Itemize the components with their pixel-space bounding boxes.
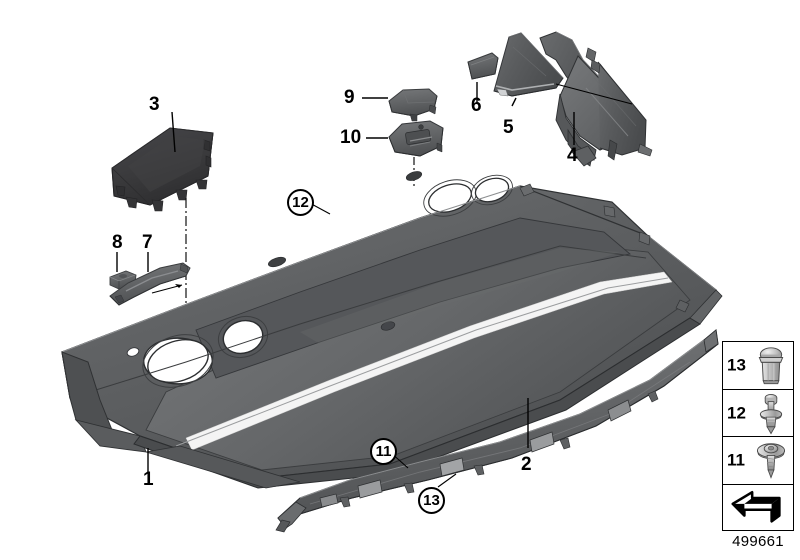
callout-9: 9 bbox=[344, 87, 355, 108]
callout-2: 2 bbox=[521, 454, 532, 475]
fastener-legend-box: 13 12 bbox=[722, 341, 794, 531]
legend-row-12: 12 bbox=[723, 390, 793, 437]
leader-line-3 bbox=[171, 111, 176, 153]
legend-number-12: 12 bbox=[727, 403, 746, 423]
square-clip-nut-icon bbox=[758, 347, 784, 385]
callout-10: 10 bbox=[340, 127, 362, 148]
callout-7: 7 bbox=[142, 232, 153, 253]
leader-line-7b bbox=[151, 284, 183, 294]
callout-6: 6 bbox=[471, 95, 482, 116]
part-belt-outlet-cover bbox=[388, 88, 438, 122]
legend-row-arrow bbox=[723, 485, 793, 533]
legend-row-13: 13 bbox=[723, 342, 793, 390]
callout-3: 3 bbox=[149, 94, 160, 115]
part-small-wedge-cover bbox=[467, 52, 499, 80]
legend-number-13: 13 bbox=[727, 355, 746, 375]
legend-number-11: 11 bbox=[727, 450, 745, 470]
part-rear-trim-strip bbox=[275, 328, 719, 533]
leader-line-5-to-pillar bbox=[555, 83, 633, 105]
legend-row-11: 11 bbox=[723, 437, 793, 485]
diagram-id-label: 499661 bbox=[732, 533, 784, 550]
callout-8: 8 bbox=[112, 232, 123, 253]
part-main-shelf-panel bbox=[61, 171, 723, 489]
part-dark-cover-panel bbox=[111, 127, 214, 212]
callout-11-circled: 11 bbox=[370, 438, 397, 465]
part-bracket-housing bbox=[388, 120, 444, 157]
part-c-pillar-trim bbox=[539, 31, 653, 167]
callout-1: 1 bbox=[143, 469, 154, 490]
leader-line-13 bbox=[437, 473, 457, 488]
callout-5: 5 bbox=[503, 117, 514, 138]
callout-4: 4 bbox=[567, 145, 578, 166]
leader-line-5 bbox=[511, 97, 517, 107]
push-rivet-icon bbox=[759, 393, 783, 434]
block-arrow-icon bbox=[731, 490, 781, 523]
part-triangular-trim bbox=[493, 32, 564, 97]
part-side-trim-strip bbox=[109, 262, 191, 306]
flange-head-screw-icon bbox=[756, 443, 786, 479]
callout-12-circled: 12 bbox=[287, 189, 314, 216]
callout-13-circled: 13 bbox=[418, 487, 445, 514]
